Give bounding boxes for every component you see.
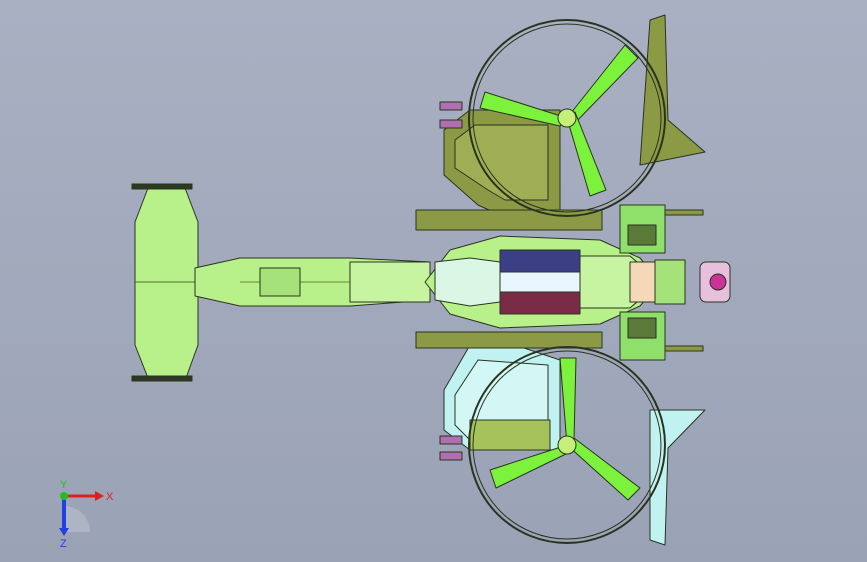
lower-fan-support xyxy=(415,331,603,461)
tail-stabilizer xyxy=(131,183,199,382)
fuselage xyxy=(424,235,663,329)
upper-fan-support xyxy=(415,101,603,231)
upper-fan xyxy=(468,14,706,217)
lower-fan xyxy=(468,346,706,546)
z-axis-label: Z xyxy=(60,538,67,548)
engine-pods xyxy=(619,204,731,361)
axis-triad: X Y Z xyxy=(59,479,114,548)
x-axis-label: X xyxy=(106,491,114,503)
y-axis-dot xyxy=(60,492,68,500)
tail-boom xyxy=(194,257,431,307)
y-axis-label: Y xyxy=(60,479,68,491)
